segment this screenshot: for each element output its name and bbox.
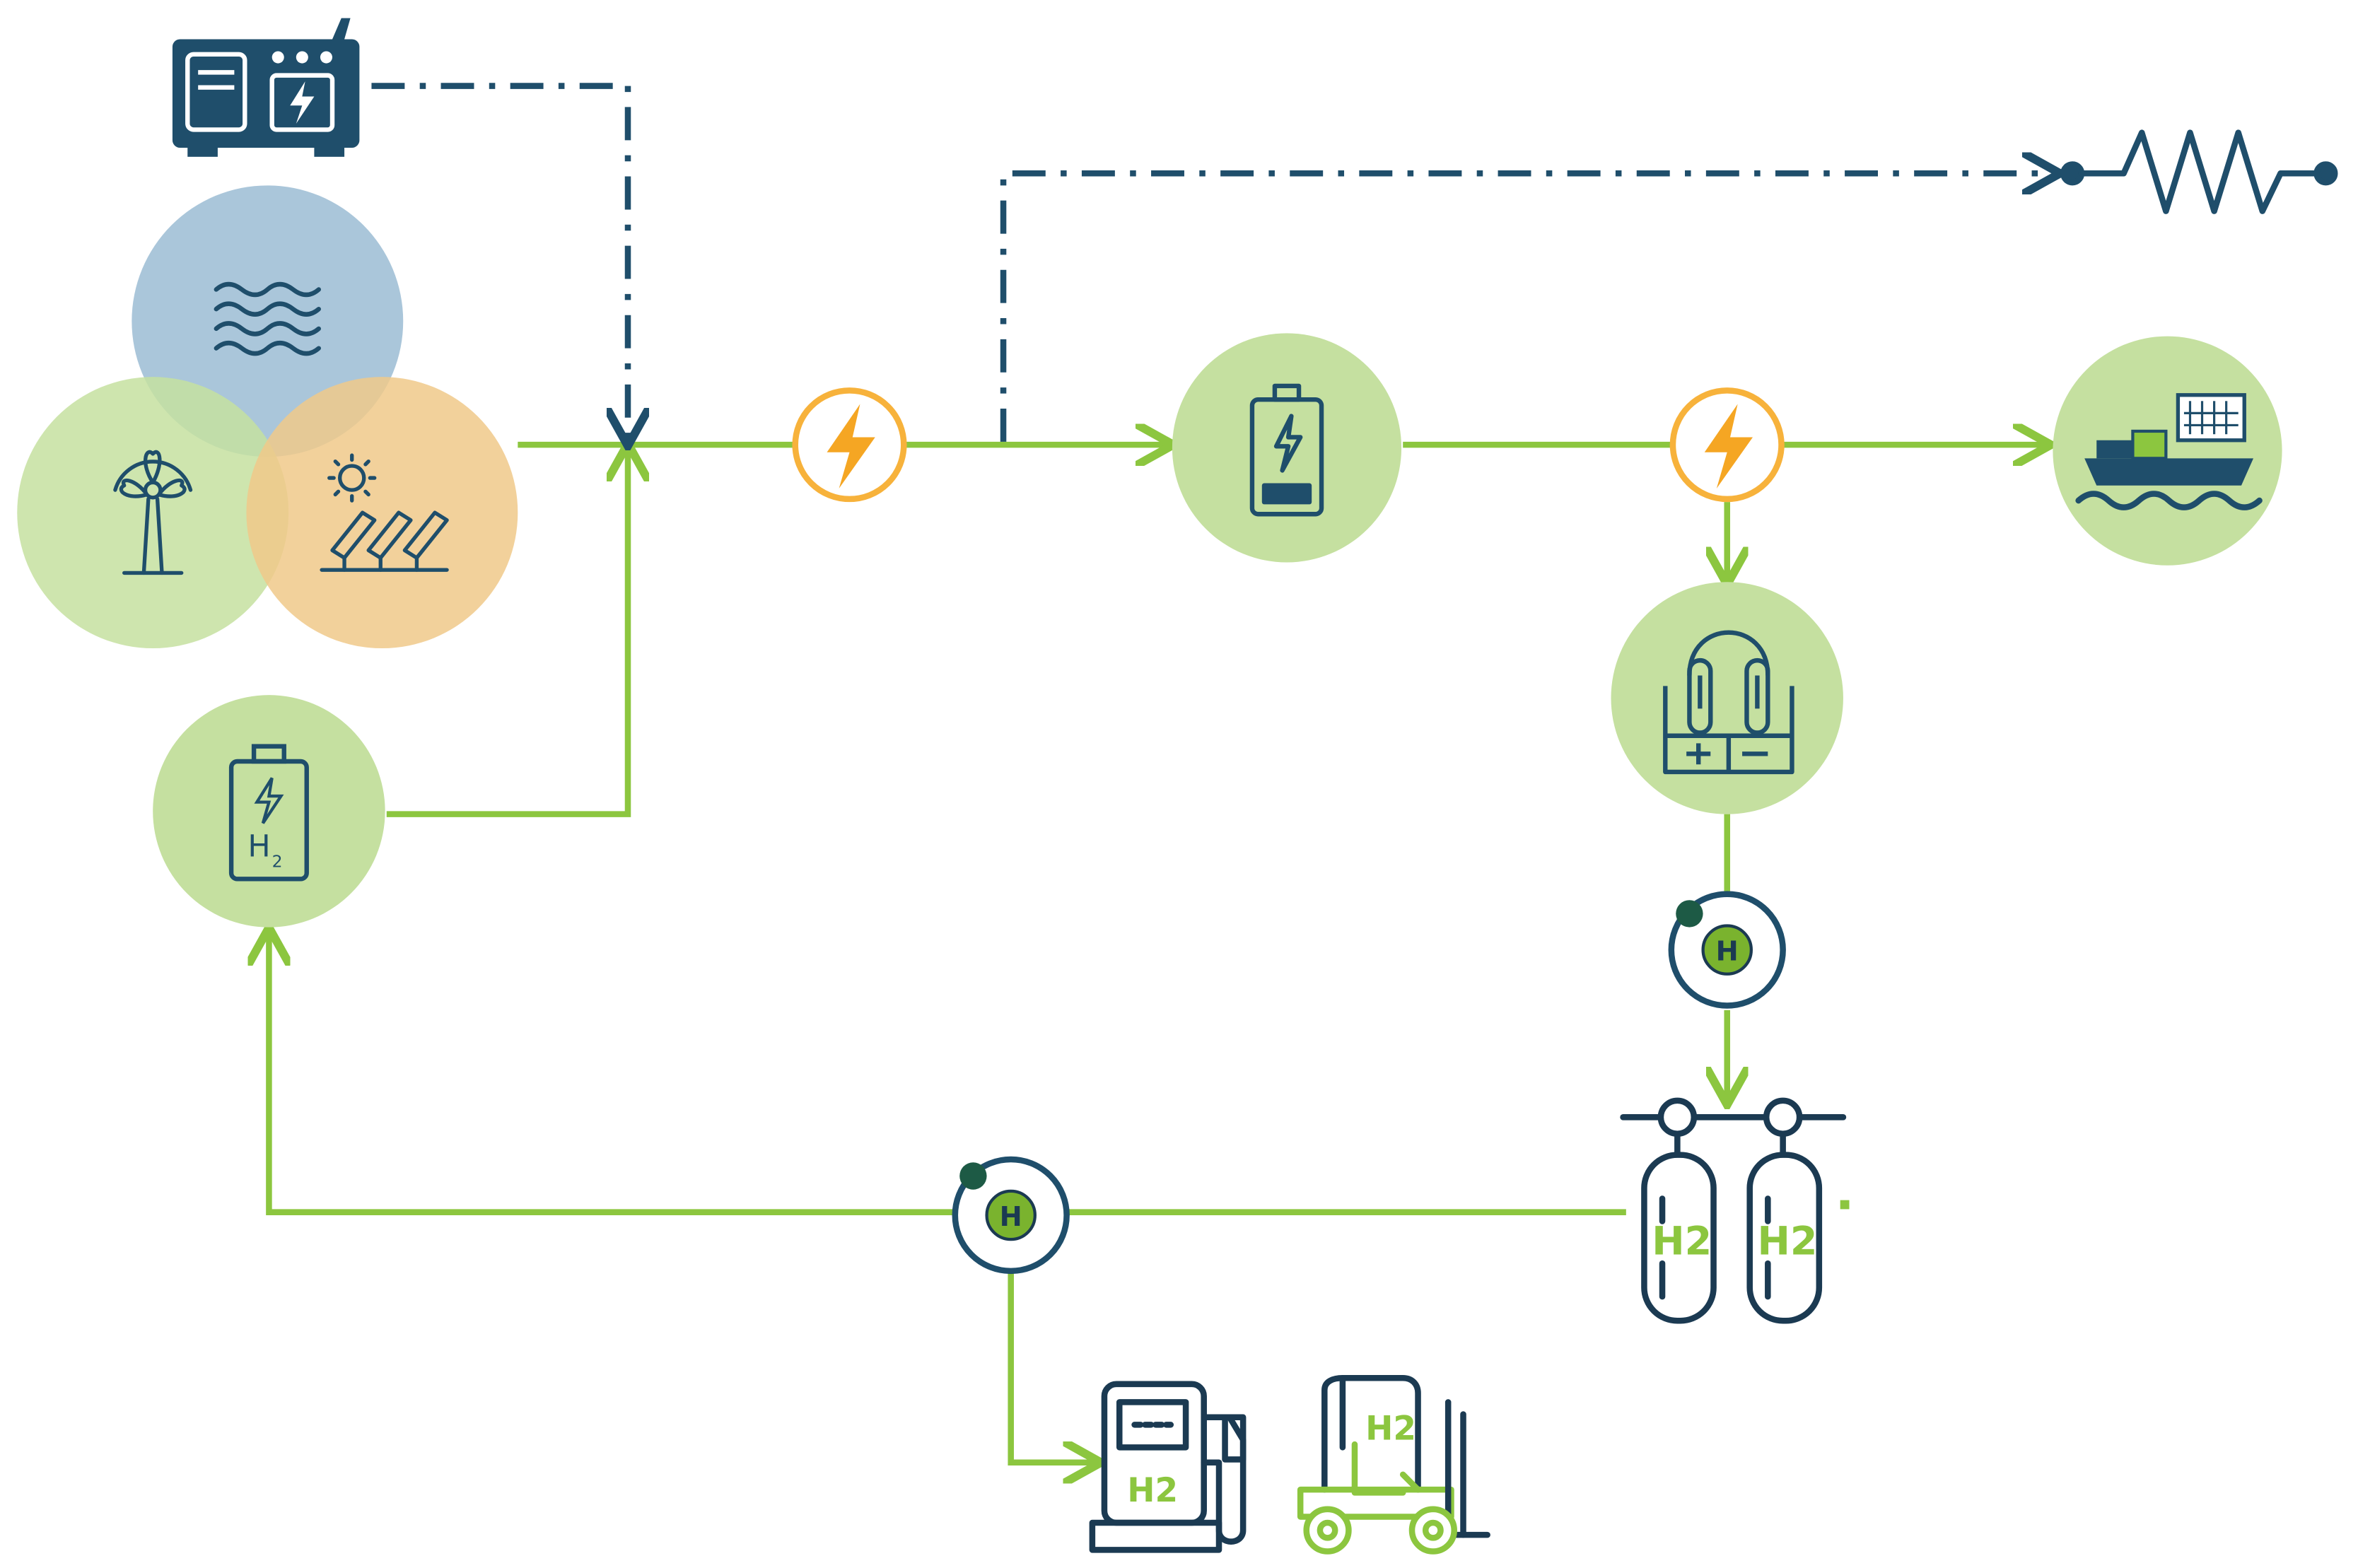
green-flow-lines bbox=[269, 445, 2046, 1463]
compressor-1-label: H bbox=[1716, 936, 1739, 968]
pump-label: H2 bbox=[1127, 1471, 1178, 1510]
hydrogen-compressor-icon bbox=[985, 1189, 1037, 1241]
load-dashed-line bbox=[1000, 173, 2056, 442]
fuel-cell-sub-label: 2 bbox=[272, 851, 283, 871]
wave-energy-icon bbox=[214, 281, 321, 356]
inverter-1 bbox=[792, 387, 907, 503]
solar-circle bbox=[246, 377, 518, 649]
compressor2-to-pump-line bbox=[1008, 1272, 1097, 1463]
compressor-2-label: H bbox=[1000, 1201, 1022, 1233]
hydrogen-tank-icon bbox=[1620, 1097, 1850, 1324]
inverter-2 bbox=[1669, 387, 1785, 503]
hydrogen-forklift-icon bbox=[1297, 1375, 1490, 1555]
dashed-control-lines bbox=[371, 83, 2056, 442]
compressor2-to-fuelcell-line bbox=[269, 932, 954, 1215]
compressor-1: H bbox=[1668, 891, 1786, 1009]
electrolyzer-icon bbox=[1663, 630, 1794, 775]
fuel-cell: H 2 bbox=[153, 695, 385, 928]
hydrogen-fuel-pump-icon bbox=[1089, 1381, 1247, 1553]
hydrogen-fuel-cell-icon: H 2 bbox=[228, 744, 309, 882]
tank-1-label: H2 bbox=[1652, 1219, 1712, 1264]
compressor-2: H bbox=[952, 1156, 1070, 1275]
electrolyzer bbox=[1611, 582, 1843, 814]
resistor-load-icon bbox=[2060, 129, 2338, 214]
renewable-sources bbox=[17, 185, 518, 649]
forklift-label: H2 bbox=[1365, 1410, 1416, 1449]
solar-panel-icon bbox=[320, 453, 449, 572]
ship-consumer bbox=[2053, 336, 2282, 566]
fuel-cell-h-label: H bbox=[248, 829, 271, 864]
lightning-bolt-icon bbox=[827, 404, 875, 488]
ship-icon bbox=[2075, 393, 2263, 510]
tank-2-label: H2 bbox=[1758, 1219, 1818, 1264]
lightning-bolt-icon bbox=[1704, 404, 1753, 488]
generator-dashed-line bbox=[371, 83, 628, 442]
hydrogen-compressor-icon bbox=[1701, 924, 1753, 976]
diesel-generator-icon bbox=[172, 18, 360, 157]
fuelcell-to-bus-line bbox=[386, 447, 628, 817]
battery-icon bbox=[1249, 383, 1324, 517]
wind-circle bbox=[17, 377, 289, 649]
battery-storage bbox=[1172, 333, 1402, 563]
wind-turbine-icon bbox=[113, 450, 193, 575]
